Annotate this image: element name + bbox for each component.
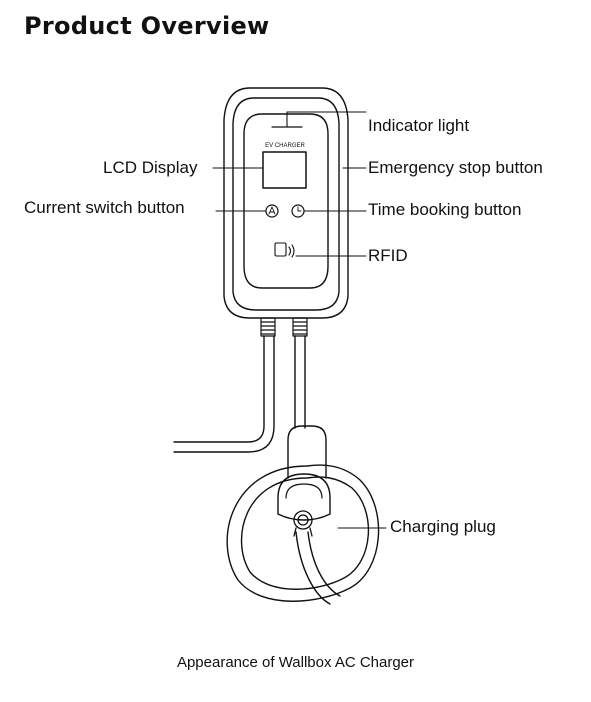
label-lcd-display: LCD Display (103, 158, 198, 177)
cable-gland-right (292, 317, 308, 337)
charging-plug (293, 510, 313, 537)
front-panel (243, 113, 329, 289)
label-time-booking: Time booking button (368, 200, 522, 219)
label-indicator-light: Indicator light (368, 116, 470, 135)
plug-cable (295, 531, 341, 605)
current-switch-button (265, 204, 279, 218)
cable-coil-inner (240, 476, 370, 590)
cable-coil-outer (226, 464, 380, 602)
charger-body-inner (232, 97, 340, 311)
charger-body-outer (223, 87, 349, 319)
power-cable (173, 335, 275, 453)
rfid-icon (274, 242, 295, 258)
ev-charger-text: EV CHARGER (265, 143, 305, 149)
charging-cable (294, 335, 306, 429)
label-charging-plug: Charging plug (390, 517, 496, 536)
plug-head-inner (285, 483, 323, 499)
figure-caption: Appearance of Wallbox AC Charger (176, 654, 415, 671)
page-title: Product Overview (24, 12, 270, 40)
cable-gland-left (260, 317, 276, 337)
label-current-switch: Current switch button (24, 198, 185, 217)
label-emergency-stop: Emergency stop button (368, 158, 543, 177)
leader-lines (212, 111, 387, 529)
plug-hanger (287, 425, 327, 479)
lcd-display (262, 151, 307, 189)
label-rfid: RFID (368, 246, 408, 265)
time-booking-button (291, 204, 305, 218)
